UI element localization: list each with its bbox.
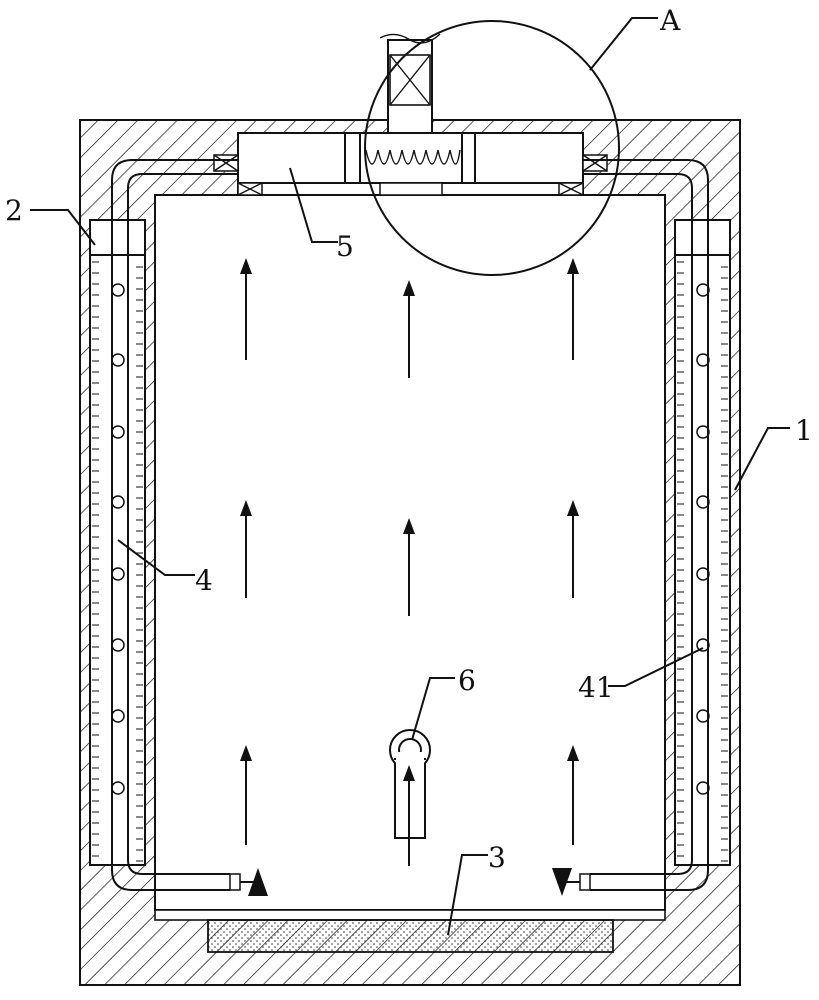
left-tank (89, 219, 146, 866)
bubble (111, 283, 125, 297)
airflow-arrow-head (567, 745, 579, 761)
airflow-arrow-head (403, 280, 415, 296)
bubble (111, 638, 125, 652)
left-tank-liquid (92, 261, 143, 862)
seal-right (558, 154, 608, 196)
airflow-arrow-head (240, 745, 252, 761)
bubble (111, 709, 125, 723)
airflow-arrows (240, 258, 579, 866)
heating-plate (207, 919, 614, 953)
bubble (111, 353, 125, 367)
fan-assembly (213, 132, 608, 196)
label-4: 4 (195, 564, 213, 597)
left-pipe (111, 159, 238, 891)
airflow-arrow-head (240, 258, 252, 274)
motor-shaft (379, 33, 441, 134)
label-2: 2 (5, 194, 23, 227)
right-tank-liquid (677, 261, 728, 862)
label-1: 1 (795, 414, 813, 447)
airflow-arrow-head (403, 518, 415, 534)
right-pipe (583, 159, 709, 891)
bubble (111, 495, 125, 509)
spring (365, 149, 461, 165)
label-5: 5 (336, 230, 354, 263)
right-pipe-inner (583, 173, 693, 875)
airflow-arrow-head (240, 500, 252, 516)
airflow-arrow-head (567, 258, 579, 274)
seal-left (213, 154, 263, 196)
left-pipe-inner (127, 173, 238, 875)
right-tank-bubbles (696, 283, 710, 795)
bubble (111, 781, 125, 795)
bubble (111, 567, 125, 581)
airflow-arrow-head (567, 500, 579, 516)
label-a: A (659, 4, 681, 37)
label-3: 3 (488, 841, 506, 874)
right-tank (674, 219, 731, 866)
label-41: 41 (578, 671, 614, 704)
detail-circle-a (364, 20, 620, 276)
label-6: 6 (458, 664, 476, 697)
airflow-arrow-head (403, 765, 415, 781)
bottom-step (154, 909, 666, 921)
bubble (111, 425, 125, 439)
left-tank-bubbles (111, 283, 125, 795)
